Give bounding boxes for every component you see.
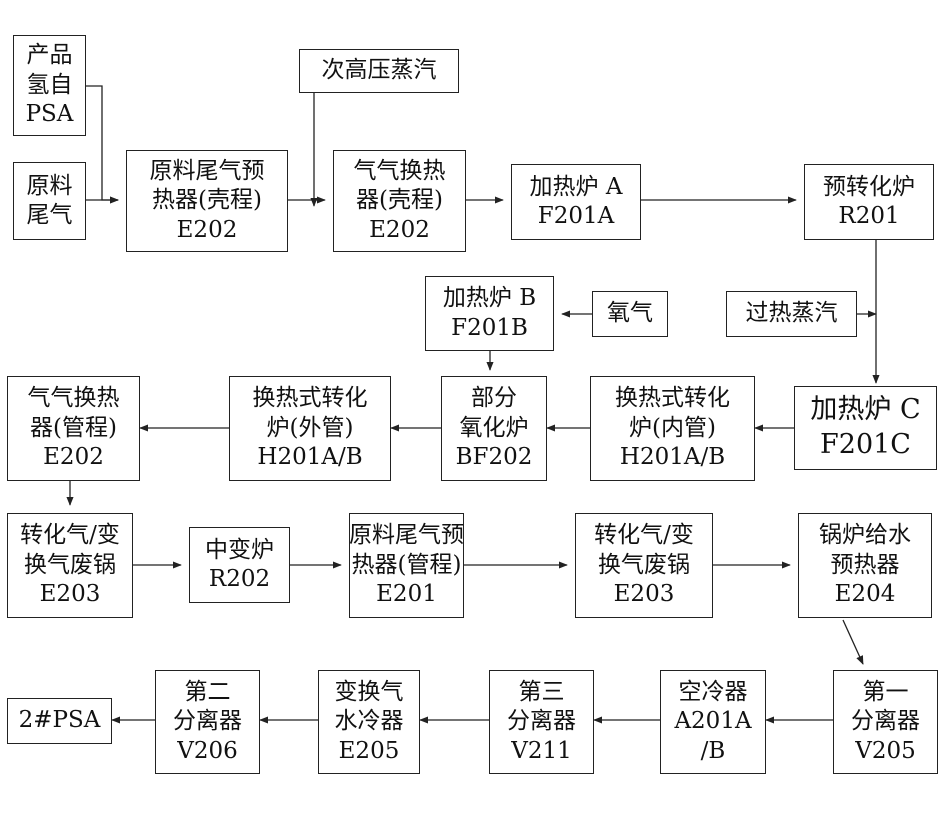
box-line: F201A	[537, 203, 615, 229]
box-line: H201A/B	[257, 444, 363, 471]
raw-tail-gas-box: 原料 尾气	[13, 162, 86, 240]
h201-inner-tube-reformer-box: 换热式转化 炉(内管) H201A/B	[590, 376, 755, 481]
psa2-box: 2#PSA	[7, 698, 112, 744]
box-line: V205	[855, 737, 916, 764]
box-line: 原料	[26, 172, 73, 199]
box-line: /B	[700, 737, 726, 764]
heating-furnace-c-box: 加热炉 C F201C	[794, 386, 937, 470]
box-line: E202	[176, 216, 238, 243]
second-separator-box: 第二 分离器 V206	[155, 670, 260, 774]
box-line: R202	[208, 566, 271, 592]
arrow-e204-to-v205	[842, 619, 864, 665]
box-line: H201A/B	[619, 444, 726, 471]
box-line: 2#PSA	[18, 707, 101, 734]
box-line: 加热炉 A	[529, 173, 623, 200]
box-line: E203	[613, 581, 675, 608]
air-cooler-box: 空冷器 A201A /B	[660, 670, 766, 774]
box-line: 分离器	[173, 708, 242, 735]
box-line: 预热器	[830, 551, 900, 578]
box-line: 换气废锅	[598, 551, 690, 578]
box-line: 气气换热	[353, 157, 446, 184]
box-line: 热器(管程)	[351, 551, 462, 578]
box-line: 炉(内管)	[629, 414, 716, 441]
box-line: E201	[376, 581, 437, 608]
box-line: 转化气/变	[594, 522, 694, 549]
box-line: 预转化炉	[823, 173, 915, 200]
box-line: 转化气/变	[20, 522, 120, 549]
box-line: 加热炉 C	[810, 394, 921, 426]
box-line: PSA	[25, 101, 74, 128]
first-separator-box: 第一 分离器 V205	[833, 670, 938, 774]
box-line: 炉(外管)	[266, 414, 354, 441]
e202-shell-gas-exchanger-box: 气气换热 器(壳程) E202	[333, 150, 466, 252]
pre-reformer-box: 预转化炉 R201	[804, 164, 934, 240]
box-line: 部分	[471, 385, 517, 412]
box-line: 第二	[184, 678, 231, 705]
box-line: 换热式转化	[252, 385, 368, 412]
box-line: 加热炉 B	[442, 285, 537, 312]
third-separator-box: 第三 分离器 V211	[489, 670, 594, 774]
box-line: 分离器	[851, 708, 920, 735]
box-line: 变换气	[334, 678, 404, 705]
box-line: 过热蒸汽	[745, 300, 838, 327]
heating-furnace-a-box: 加热炉 A F201A	[511, 164, 641, 240]
box-line: 气气换热	[27, 385, 120, 412]
box-line: 水冷器	[334, 708, 404, 735]
box-line: 中变炉	[205, 536, 274, 563]
box-line: 氢自	[26, 71, 73, 98]
box-line: 热器(壳程)	[152, 187, 262, 214]
box-line: 尾气	[26, 202, 73, 228]
arrow-psa-to-preheater	[86, 85, 119, 204]
box-line: R201	[838, 203, 900, 229]
box-line: 第一	[862, 678, 909, 705]
box-line: F201C	[820, 429, 911, 460]
secondary-high-pressure-steam-box: 次高压蒸汽	[299, 49, 459, 93]
box-line: 空冷器	[678, 678, 748, 705]
e202-tube-gas-exchanger-box: 气气换热 器(管程) E202	[7, 376, 140, 481]
product-hydrogen-from-psa-box: 产品 氢自 PSA	[13, 35, 86, 136]
superheated-steam-box: 过热蒸汽	[726, 291, 857, 337]
box-line: E203	[39, 581, 101, 608]
e202-shell-preheater-box: 原料尾气预 热器(壳程) E202	[126, 150, 288, 252]
oxygen-box: 氧气	[592, 291, 668, 337]
partial-oxidation-furnace-box: 部分 氧化炉 BF202	[441, 376, 547, 481]
box-line: BF202	[455, 444, 533, 471]
box-line: V211	[511, 737, 572, 764]
box-line: 次高压蒸汽	[321, 57, 437, 84]
box-line: A201A	[674, 708, 752, 735]
box-line: 原料尾气预	[349, 522, 464, 549]
box-line: 氧气	[607, 300, 653, 327]
box-line: 器(壳程)	[356, 187, 443, 214]
box-line: 分离器	[507, 708, 576, 735]
e201-tube-preheater-box: 原料尾气预 热器(管程) E201	[349, 513, 464, 618]
box-line: 换热式转化	[615, 385, 730, 412]
box-line: E204	[834, 581, 896, 608]
box-line: V206	[177, 737, 238, 764]
h201-outer-tube-reformer-box: 换热式转化 炉(外管) H201A/B	[229, 376, 391, 481]
heating-furnace-b-box: 加热炉 B F201B	[425, 276, 554, 351]
e203-waste-heat-boiler-box-1: 转化气/变 换气废锅 E203	[7, 513, 133, 618]
medium-shift-converter-box: 中变炉 R202	[189, 527, 290, 603]
box-line: 原料尾气预	[149, 157, 265, 184]
box-line: E205	[338, 737, 400, 764]
box-line: 氧化炉	[459, 414, 529, 441]
box-line: 换气废锅	[24, 551, 116, 578]
box-line: E202	[43, 444, 104, 471]
shift-gas-water-cooler-box: 变换气 水冷器 E205	[318, 670, 420, 774]
e203-waste-heat-boiler-box-2: 转化气/变 换气废锅 E203	[575, 513, 713, 618]
box-line: 锅炉给水	[819, 522, 911, 549]
boiler-feedwater-preheater-box: 锅炉给水 预热器 E204	[798, 513, 932, 618]
box-line: F201B	[451, 314, 528, 341]
box-line: 第三	[518, 678, 565, 705]
box-line: E202	[369, 216, 430, 243]
box-line: 产品	[26, 42, 73, 69]
box-line: 器(管程)	[30, 414, 117, 441]
